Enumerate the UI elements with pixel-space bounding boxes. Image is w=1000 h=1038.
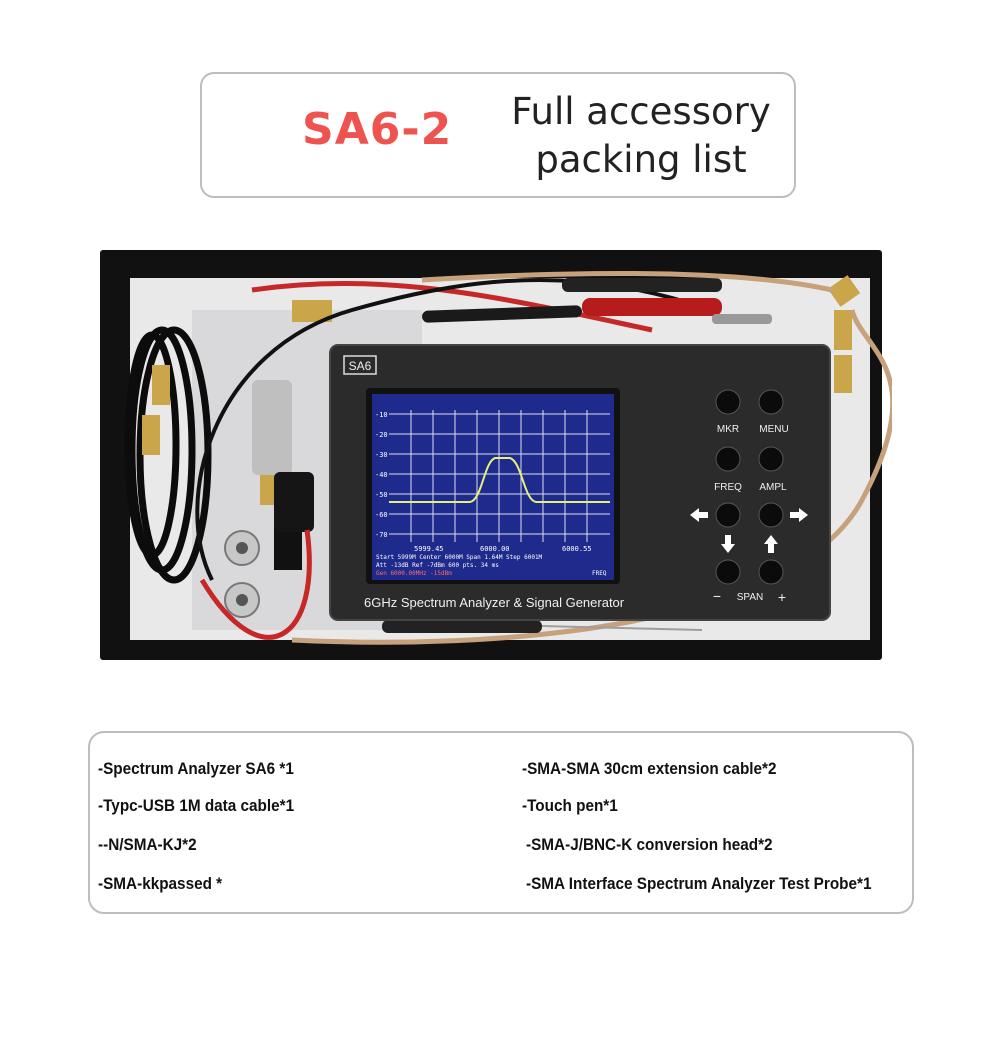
y-tick: -50 xyxy=(375,491,388,499)
y-tick: -40 xyxy=(375,471,388,479)
ampl-label: AMPL xyxy=(759,482,787,493)
left-button[interactable] xyxy=(715,502,741,528)
title-text: Full accessory packing list xyxy=(496,88,786,184)
span-minus-button[interactable] xyxy=(715,559,741,585)
span-minus-label: − xyxy=(713,588,721,604)
status-row-3: Gen 6000.00MHz -15dBm xyxy=(376,570,452,577)
list-item: -SMA-SMA 30cm extension cable*2 xyxy=(522,759,777,778)
title-line-2: packing list xyxy=(535,138,747,181)
title-box: SA6-2 Full accessory packing list xyxy=(200,72,796,198)
product-photo: SA6 -10 -20 -30 -40 -50 -60 -70 5999.45 … xyxy=(100,250,892,660)
menu-label: MENU xyxy=(759,424,788,435)
touch-pen-icon xyxy=(382,305,703,633)
span-plus-button[interactable] xyxy=(758,559,784,585)
arrow-right-icon xyxy=(790,508,808,522)
y-tick: -20 xyxy=(375,431,388,439)
status-row-2: Att -13dB Ref -7dBm 600 pts. 34 ms xyxy=(376,562,499,569)
spectrum-trace xyxy=(389,457,610,503)
list-item: -Typc-USB 1M data cable*1 xyxy=(98,796,295,815)
title-line-1: Full accessory xyxy=(511,90,771,133)
list-item: --N/SMA-KJ*2 xyxy=(98,835,197,854)
sma-connector-icon xyxy=(142,275,861,505)
packing-list: -Spectrum Analyzer SA6 *1 -Typc-USB 1M d… xyxy=(88,731,914,914)
device-caption: 6GHz Spectrum Analyzer & Signal Generato… xyxy=(364,595,625,610)
list-item: -SMA-J/BNC-K conversion head*2 xyxy=(526,835,773,854)
freq-button[interactable] xyxy=(715,446,741,472)
mkr-label: MKR xyxy=(717,424,739,435)
device-badge: SA6 xyxy=(349,359,372,373)
arrow-icons xyxy=(690,508,808,553)
test-probe-icon xyxy=(195,278,772,640)
marker-center: 6000.00 xyxy=(480,545,510,553)
device-badge-frame xyxy=(343,355,377,375)
freq-label: FREQ xyxy=(714,482,742,493)
mkr-button[interactable] xyxy=(715,389,741,415)
menu-button[interactable] xyxy=(758,389,784,415)
span-plus-label: + xyxy=(778,589,786,605)
analyzer-screen xyxy=(372,394,614,580)
right-button[interactable] xyxy=(758,502,784,528)
marker-left: 5999.45 xyxy=(414,545,444,553)
ampl-button[interactable] xyxy=(758,446,784,472)
y-tick: -60 xyxy=(375,511,388,519)
list-item: -Spectrum Analyzer SA6 *1 xyxy=(98,759,294,778)
arrow-left-icon xyxy=(690,508,708,522)
y-tick: -70 xyxy=(375,531,388,539)
list-item: -Touch pen*1 xyxy=(522,796,618,815)
bnc-connector-icon xyxy=(224,530,260,618)
arrow-down-icon xyxy=(721,535,735,553)
list-item: -SMA Interface Spectrum Analyzer Test Pr… xyxy=(526,874,872,893)
status-row-1: Start 5999M Center 6000M Span 1.64M Step… xyxy=(376,554,543,561)
y-tick: -30 xyxy=(375,451,388,459)
arrow-up-icon xyxy=(764,535,778,553)
model-name: SA6-2 xyxy=(302,104,453,155)
usb-cable-coil xyxy=(124,326,212,584)
screen-grid xyxy=(389,410,610,542)
marker-right: 6000.55 xyxy=(562,545,592,553)
status-mode: FREQ xyxy=(592,570,607,577)
y-tick: -10 xyxy=(375,411,388,419)
span-label: SPAN xyxy=(737,592,764,603)
rf-extension-cable xyxy=(421,270,833,293)
device-keypad xyxy=(715,389,784,585)
list-item: -SMA-kkpassed * xyxy=(98,874,223,893)
